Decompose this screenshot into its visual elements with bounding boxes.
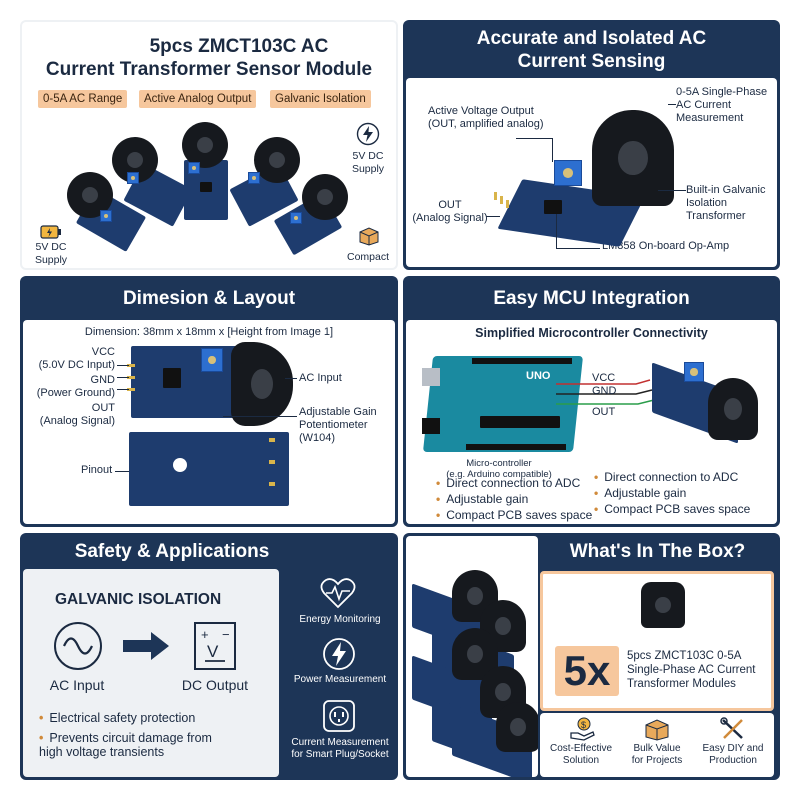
label-range: 0-5A Single-Phase AC Current Measurement (676, 86, 768, 125)
atmega-chip (480, 416, 560, 428)
safety-bullet-2: Prevents circuit damage from high voltag… (39, 731, 212, 759)
gain-pot-label: Adjustable Gain Potentiometer (W104) (299, 406, 377, 445)
arrow-icon (123, 632, 169, 660)
pin-out: OUT (Analog Signal) (39, 402, 115, 428)
sensing-diagram: Active Voltage Output (OUT, amplified an… (406, 78, 777, 267)
modules-photo (406, 536, 538, 777)
dimension-panel: Dimesion & Layout Dimension: 38mm x 18mm… (20, 276, 398, 527)
power-bolt-icon (323, 638, 355, 670)
feature-cost: Cost-Effective Solution (549, 743, 613, 766)
app-energy-monitoring: Energy Monitoring (299, 614, 381, 625)
pin-vcc: VCC (5.0V DC Input) (38, 346, 115, 372)
ac-sine-icon (54, 622, 102, 670)
battery-icon (40, 225, 61, 239)
mcu-label: Micro-controller (e.g. Arduino compatibl… (446, 458, 552, 481)
feature-diy: Easy DIY and Production (702, 743, 764, 766)
right-bullet-2: Adjustable gain (594, 486, 686, 500)
product-panel: 5pcs ZMCT103C AC Current Transformer Sen… (20, 20, 398, 270)
wire-vcc: VCC (592, 372, 616, 384)
header-bottom (466, 444, 566, 450)
right-bullet-1: Direct connection to ADC (594, 470, 738, 484)
svg-text:+: + (201, 627, 209, 642)
safety-bullet-1: Electrical safety protection (39, 711, 195, 725)
module-pot (684, 362, 704, 382)
right-bullet-3: Compact PCB saves space (594, 502, 750, 516)
ac-input-label: AC Input (299, 372, 342, 384)
single-transformer (641, 582, 685, 628)
transformer (592, 110, 674, 206)
safety-panel: Safety & Applications GALVANIC ISOLATION… (20, 533, 398, 780)
feature-bulk: Bulk Value for Projects (631, 743, 683, 766)
app-power-measurement: Power Measurement (293, 674, 387, 685)
cost-hand-icon: $ (570, 717, 595, 741)
galvanic-title: GALVANIC ISOLATION (55, 591, 222, 608)
box-title: What's In The Box? (569, 541, 746, 562)
features-strip: $ Cost-Effective Solution Bulk Value for… (540, 713, 774, 777)
sensing-title-line2: Current Sensing (517, 51, 666, 72)
left-bullet-3: Compact PCB saves space (436, 508, 592, 522)
label-active-output: Active Voltage Output (OUT, amplified an… (428, 105, 544, 131)
mcu-panel: Easy MCU Integration Simplified Microcon… (403, 276, 780, 527)
supply-label-left: 5V DC Supply (34, 241, 68, 266)
potentiometer (554, 160, 582, 186)
wire-gnd: GND (592, 385, 617, 397)
compact-label: Compact (346, 251, 389, 263)
pin-gnd: GND (Power Ground) (36, 374, 115, 400)
box-description: 5pcs ZMCT103C 0-5A Single-Phase AC Curre… (627, 650, 756, 690)
smart-plug-icon (323, 700, 355, 732)
left-bullet-2: Adjustable gain (436, 492, 528, 506)
dc-icon: + − V (194, 622, 236, 670)
left-bullet-1: Direct connection to ADC (436, 476, 580, 490)
app-smart-plug: Current Measurement for Smart Plug/Socke… (291, 737, 389, 760)
chip-output: Active Analog Output (139, 90, 257, 108)
mcu-subtitle: Simplified Microcontroller Connectivity (475, 326, 708, 340)
product-title-line1: 5pcs ZMCT103C AC (149, 36, 329, 57)
box-icon (359, 227, 379, 246)
quantity-badge: 5x (555, 646, 619, 696)
svg-text:−: − (222, 627, 230, 642)
safety-title: Safety & Applications (74, 541, 270, 562)
header-top (472, 358, 572, 364)
bulk-box-icon (645, 719, 669, 741)
box-contents-card: 5x 5pcs ZMCT103C 0-5A Single-Phase AC Cu… (540, 571, 774, 711)
module-transformer (708, 378, 758, 440)
isolation-card: GALVANIC ISOLATION + − V AC Input DC Out… (23, 569, 279, 777)
uno-logo: UNO (526, 370, 551, 382)
mcu-title: Easy MCU Integration (493, 288, 690, 309)
product-card: 5pcs ZMCT103C AC Current Transformer Sen… (22, 22, 396, 268)
heart-pulse-icon (320, 578, 356, 609)
sensing-title-line1: Accurate and Isolated AC (476, 28, 707, 49)
sensing-panel: Accurate and Isolated AC Current Sensing… (403, 20, 780, 270)
ac-input-caption: AC Input (49, 677, 105, 693)
wire-out: OUT (592, 406, 616, 418)
supply-label-right: 5V DC Supply (351, 150, 385, 175)
label-out: OUT (Analog Signal) (412, 199, 488, 225)
chip-isolation: Galvanic Isolation (270, 90, 371, 108)
dc-output-caption: DC Output (181, 677, 249, 693)
board-bottom-view (129, 432, 289, 506)
label-isolation: Built-in Galvanic Isolation Transformer (686, 184, 766, 223)
op-amp-chip (544, 200, 562, 214)
power-jack (422, 418, 440, 434)
chip-range: 0-5A AC Range (38, 90, 128, 108)
mounting-hole (173, 458, 187, 472)
dimension-title: Dimesion & Layout (122, 288, 296, 309)
svg-text:V: V (207, 642, 219, 661)
box-panel: What's In The Box? 5x 5pcs ZMCT103C 0-5A… (403, 533, 780, 780)
lightning-icon (356, 122, 380, 146)
pinout-label: Pinout (81, 464, 113, 476)
svg-text:$: $ (581, 720, 586, 730)
label-lm358: LM358 On-board Op-Amp (602, 240, 730, 252)
tools-icon (720, 717, 743, 739)
product-title-line2: Current Transformer Sensor Module (45, 59, 373, 80)
dimension-diagram: Dimension: 38mm x 18mm x [Height from Im… (23, 320, 395, 524)
usb-port (422, 368, 440, 386)
dimension-text: Dimension: 38mm x 18mm x [Height from Im… (84, 326, 334, 338)
wires (556, 379, 655, 405)
mcu-diagram: Simplified Microcontroller Connectivity … (406, 320, 777, 524)
